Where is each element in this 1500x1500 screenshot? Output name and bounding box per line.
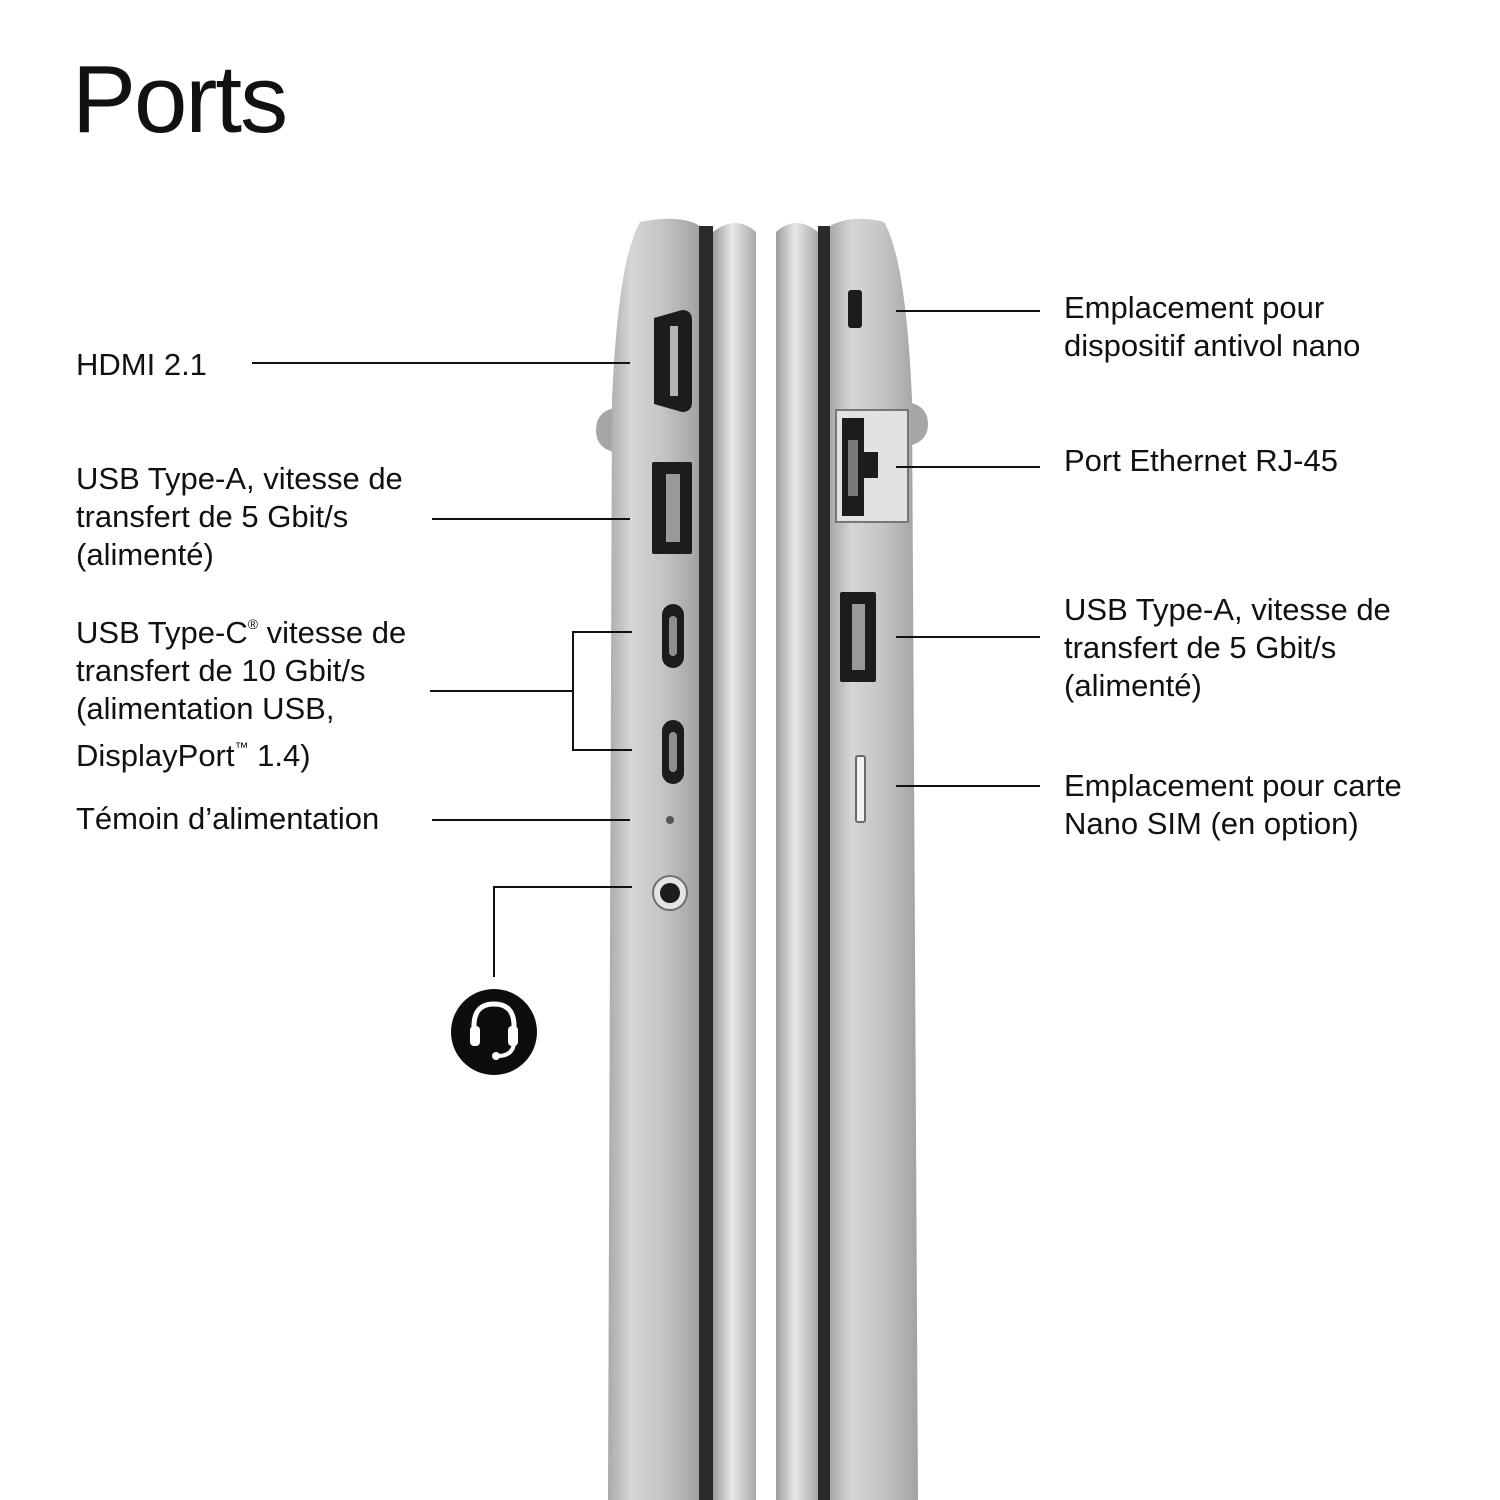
right-lid bbox=[776, 223, 818, 1500]
left-side-view bbox=[596, 218, 756, 1500]
audio-jack-icon bbox=[652, 875, 688, 911]
usb-c-label-text: vitesse de bbox=[258, 615, 407, 650]
audio-leader-line bbox=[493, 886, 632, 977]
sim-slot-label-line: Emplacement pour carte bbox=[1064, 768, 1402, 803]
ethernet-label: Port Ethernet RJ-45 bbox=[1064, 442, 1338, 480]
usb-c-label-line: USB Type-C® vitesse de bbox=[76, 605, 406, 652]
usb-a-right-label-line: USB Type-A, vitesse de bbox=[1064, 592, 1391, 627]
usb-a-right-label: USB Type-A, vitesse de transfert de 5 Gb… bbox=[1064, 591, 1391, 705]
usb-c-label-text: USB Type-C bbox=[76, 615, 248, 650]
lock-slot-icon bbox=[848, 290, 862, 328]
power-led-label-line: Témoin d’alimentation bbox=[76, 801, 380, 836]
sim-slot-label: Emplacement pour carte Nano SIM (en opti… bbox=[1064, 767, 1402, 843]
page-title: Ports bbox=[72, 46, 288, 153]
ethernet-label-line: Port Ethernet RJ-45 bbox=[1064, 443, 1338, 478]
sim-slot-label-line: Nano SIM (en option) bbox=[1064, 806, 1359, 841]
usb-a-right-label-line: transfert de 5 Gbit/s bbox=[1064, 630, 1337, 665]
usb-a-left-label-line: (alimenté) bbox=[76, 537, 214, 572]
power-led-icon bbox=[666, 816, 674, 824]
hdmi-label: HDMI 2.1 bbox=[76, 346, 207, 384]
left-lid-gap bbox=[699, 226, 713, 1500]
trademark-mark: ™ bbox=[234, 739, 249, 755]
usb-c-label-line: DisplayPort™ 1.4) bbox=[76, 728, 406, 775]
usb-a-right-label-line: (alimenté) bbox=[1064, 668, 1202, 703]
right-base-body bbox=[830, 218, 918, 1500]
power-led-label: Témoin d’alimentation bbox=[76, 800, 379, 838]
usb-c-label: USB Type-C® vitesse de transfert de 10 G… bbox=[76, 605, 406, 775]
sim-slot-icon bbox=[855, 755, 866, 823]
usb-c-label-text: 1.4) bbox=[248, 738, 311, 773]
usb-a-left-label: USB Type-A, vitesse de transfert de 5 Gb… bbox=[76, 460, 403, 574]
hdmi-port-icon bbox=[654, 310, 692, 412]
usb-a-left-label-line: transfert de 5 Gbit/s bbox=[76, 499, 349, 534]
usb-c-label-line: transfert de 10 Gbit/s bbox=[76, 653, 366, 688]
headset-icon bbox=[451, 989, 537, 1075]
usb-c-label-text: DisplayPort bbox=[76, 738, 235, 773]
right-side-view bbox=[776, 218, 928, 1500]
leader-lines bbox=[252, 310, 1040, 977]
usb-c-bracket bbox=[572, 631, 632, 751]
left-lid bbox=[713, 223, 756, 1500]
registered-mark: ® bbox=[247, 616, 259, 632]
usb-c-label-line: (alimentation USB, bbox=[76, 691, 335, 726]
hdmi-label-line: HDMI 2.1 bbox=[76, 347, 207, 382]
lock-slot-label-line: dispositif antivol nano bbox=[1064, 328, 1361, 363]
usb-a-port-icon bbox=[840, 592, 876, 682]
right-lid-gap bbox=[818, 226, 830, 1500]
usb-a-port-icon bbox=[652, 462, 692, 554]
usb-a-left-label-line: USB Type-A, vitesse de bbox=[76, 461, 403, 496]
lock-slot-label-line: Emplacement pour bbox=[1064, 290, 1325, 325]
lock-slot-label: Emplacement pour dispositif antivol nano bbox=[1064, 289, 1360, 365]
